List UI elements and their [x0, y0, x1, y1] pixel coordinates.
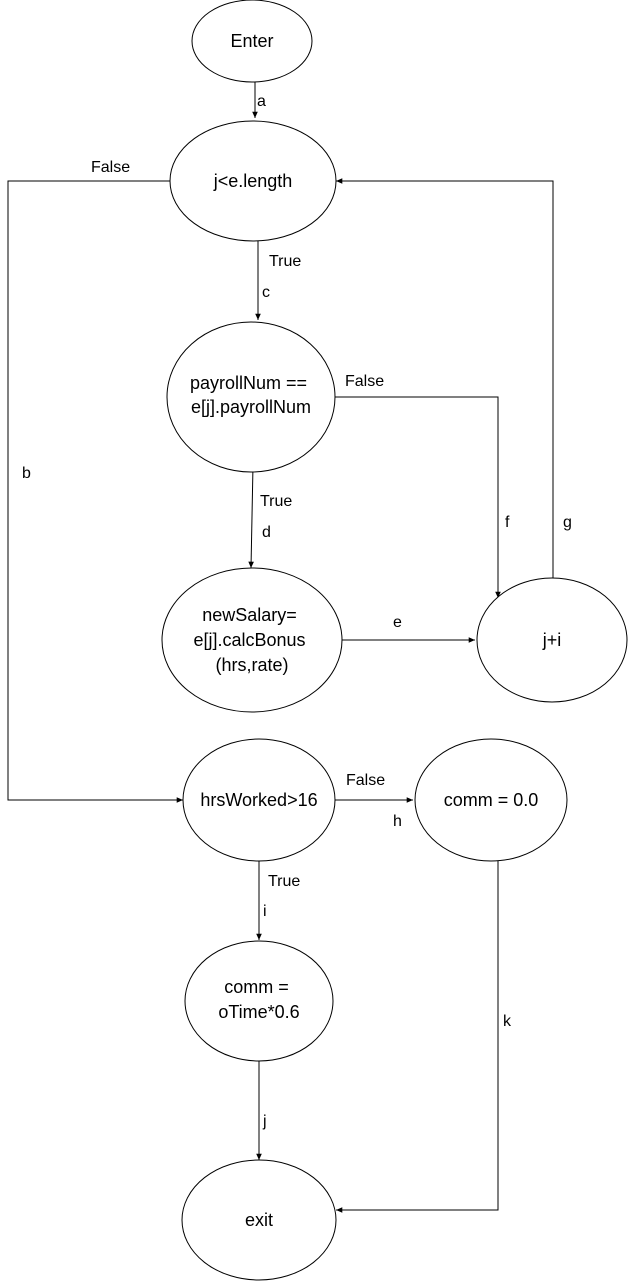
node-loop-condition-label: j<e.length: [213, 171, 293, 191]
edge-k: [336, 860, 499, 1213]
branch-label-payroll-false: False: [345, 373, 384, 390]
edge-f: [334, 396, 501, 598]
node-new-salary: [161, 567, 343, 713]
edge-g: [336, 178, 554, 580]
edge-label-g: g: [563, 514, 572, 531]
branch-label-hours-true: True: [268, 873, 300, 890]
node-loop-condition: [169, 120, 337, 242]
node-exit: [181, 1159, 337, 1281]
edge-label-h: h: [393, 813, 402, 830]
node-increment: [476, 577, 628, 703]
node-hours-check-label: hrsWorked>16: [200, 790, 317, 810]
node-comm-zero-label: comm = 0.0: [444, 790, 539, 810]
branch-label-loop-true: True: [269, 253, 301, 270]
node-comm-zero: [414, 738, 568, 862]
edge-label-f: f: [505, 514, 510, 531]
edge-b: [7, 180, 183, 803]
edge-label-j: j: [262, 1113, 267, 1130]
node-comm-overtime: [184, 940, 334, 1062]
branch-label-loop-false: False: [91, 159, 130, 176]
branch-label-hours-false: False: [346, 772, 385, 789]
node-payroll-check-label: payrollNum == e[j].payrollNum: [190, 373, 312, 417]
edge-label-a: a: [257, 93, 266, 110]
edge-label-c: c: [262, 284, 270, 301]
node-comm-overtime-label: comm = oTime*0.6: [218, 977, 299, 1022]
edge-label-b: b: [22, 465, 31, 482]
branch-label-payroll-true: True: [260, 493, 292, 510]
node-payroll-check: [166, 321, 336, 473]
edge-d: [248, 464, 254, 569]
node-enter: [191, 0, 313, 83]
edge-label-e: e: [393, 614, 402, 631]
edge-label-k: k: [503, 1013, 512, 1030]
node-enter-label: Enter: [230, 31, 273, 51]
node-exit-label: exit: [245, 1210, 273, 1230]
node-hours-check: [182, 738, 336, 862]
node-new-salary-label: newSalary= e[j].calcBonus (hrs,rate): [193, 605, 310, 675]
edge-label-i: i: [263, 903, 267, 920]
edge-label-d: d: [262, 524, 271, 541]
node-increment-label: j+i: [542, 630, 562, 650]
